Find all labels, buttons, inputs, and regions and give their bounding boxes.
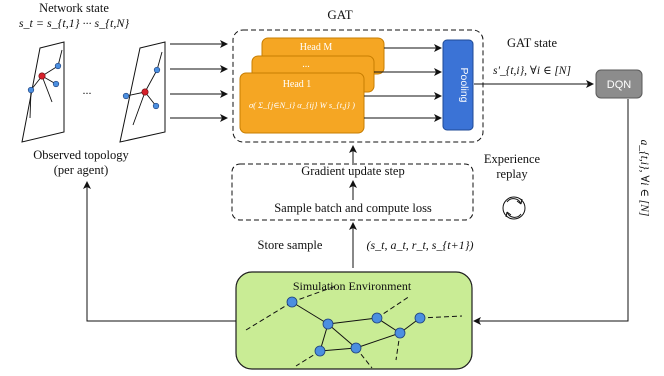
- gat-state-formula: s'_{t,i}, ∀i ∈ [N]: [493, 65, 571, 77]
- head-1-card: [239, 72, 365, 134]
- pooling-block: [442, 39, 474, 131]
- topology-caption-line2: (per agent): [54, 163, 108, 177]
- head-1-label: Head 1: [283, 79, 312, 90]
- head-middle-label: ...: [302, 59, 310, 70]
- dqn-to-env-arrow: [473, 99, 629, 325]
- topology-graph-n: [119, 41, 166, 143]
- topology-ellipsis: ...: [83, 83, 92, 97]
- experience-replay-line2: replay: [496, 167, 528, 181]
- dqn-block: [595, 69, 643, 99]
- experience-replay-line1: Experience: [484, 152, 541, 166]
- network-state-formula: s_t = s_{t,1} ··· s_{t,N}: [19, 16, 130, 30]
- head-formula: σ( Σ_{j∈N_i} α_{ij} W s_{t,j} ): [249, 100, 355, 110]
- store-sample-label: Store sample: [258, 238, 323, 252]
- store-sample-tuple: (s_t, a_t, r_t, s_{t+1}): [366, 238, 473, 252]
- action-formula: a_{t,i}, ∀i ∈ [N]: [638, 140, 650, 217]
- heads-to-pooling-arrows: [364, 44, 442, 122]
- environment-network-graph: [245, 285, 463, 369]
- dqn-label: DQN: [607, 79, 632, 91]
- sample-batch-label: Sample batch and compute loss: [274, 201, 432, 215]
- network-state-label: Network state: [39, 1, 109, 15]
- gat-title: GAT: [327, 7, 352, 22]
- topology-to-gat-arrows: [170, 40, 228, 122]
- env-to-topology-arrow: [83, 181, 236, 322]
- pooling-label: Pooling: [458, 67, 470, 102]
- training-box: [231, 163, 474, 221]
- topology-caption-line1: Observed topology: [33, 148, 129, 162]
- gradient-update-step: Gradient update step: [301, 164, 404, 178]
- gat-box: [232, 29, 484, 143]
- simulation-environment-title: Simulation Environment: [293, 279, 412, 293]
- gat-state-label: GAT state: [507, 36, 558, 50]
- replay-cycle-icon: [502, 196, 526, 220]
- head-m-label: Head M: [300, 42, 333, 53]
- attention-heads: Head M ... Head 1 σ( Σ_{j∈N_i} α_{ij} W …: [239, 37, 385, 134]
- topology-graph-1: [21, 41, 65, 143]
